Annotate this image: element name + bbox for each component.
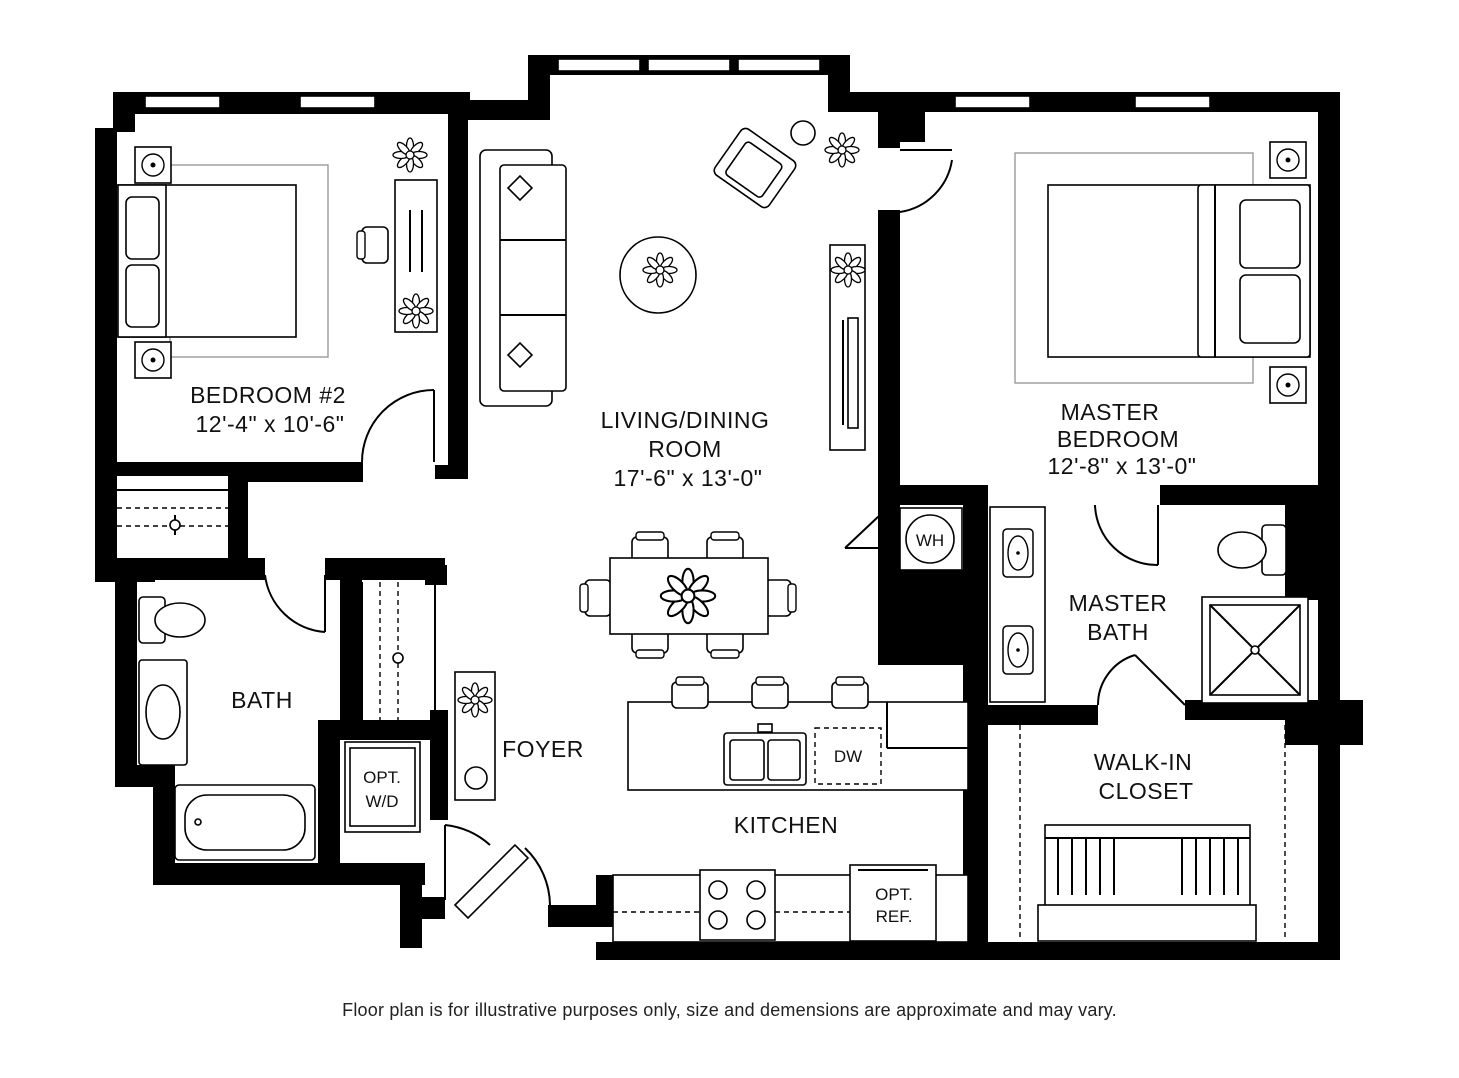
walk-in-closet-fixtures [1019,725,1286,942]
master-name-line1: MASTER [1061,399,1160,425]
master-bath-name-line2: BATH [1087,619,1149,645]
master-bath-fixtures [989,506,1309,704]
master-bath-name-line1: MASTER [1069,590,1168,616]
opt-wd-label-1: OPT. [363,768,401,787]
bedroom2-size: 12'-4" x 10'-6" [196,411,345,437]
room-labels: BEDROOM #2 12'-4" x 10'-6" LIVING/DINING… [190,382,1196,838]
kitchen-name: KITCHEN [734,812,838,838]
water-heater: WH [899,507,963,571]
bath-fixtures [138,596,316,861]
shower-icon [1201,596,1309,704]
foyer-closet [361,582,436,720]
master-bedroom-furniture [1014,141,1311,404]
master-name-line2: BEDROOM [1057,426,1179,452]
bath-name: BATH [231,687,293,713]
door-swing-icon [264,149,1186,920]
closet-name-line2: CLOSET [1098,778,1193,804]
living-name-line1: LIVING/DINING [601,407,770,433]
wh-label: WH [916,531,944,550]
toilet-icon [1217,524,1287,576]
dining-furniture [579,531,797,659]
sink-icon [723,723,807,786]
bedroom2-closet [117,489,228,535]
living-name-line2: ROOM [648,436,722,462]
bedroom2-furniture [117,137,438,379]
closet-name-line1: WALK-IN [1094,749,1193,775]
toilet-icon [138,596,206,644]
sink-icon [138,659,188,766]
bedroom2-name: BEDROOM #2 [190,382,346,408]
master-size: 12'-8" x 13'-0" [1048,453,1197,479]
opt-wd-label-2: W/D [365,792,398,811]
stove-icon [699,869,776,941]
washer-dryer: OPT. W/D [344,741,421,833]
opt-ref-label-1: OPT. [875,885,913,904]
living-size: 17'-6" x 13'-0" [614,465,763,491]
foyer-name: FOYER [502,736,584,762]
disclaimer-text: Floor plan is for illustrative purposes … [342,1000,1117,1020]
living-furniture [479,120,866,451]
opt-ref-label-2: REF. [876,907,913,926]
window-icon [144,58,1211,109]
kitchen-fixtures: DW OPT. REF. [612,676,969,943]
foyer-console [454,671,496,801]
bathtub-icon [174,784,316,861]
dishwasher-label: DW [834,747,862,766]
